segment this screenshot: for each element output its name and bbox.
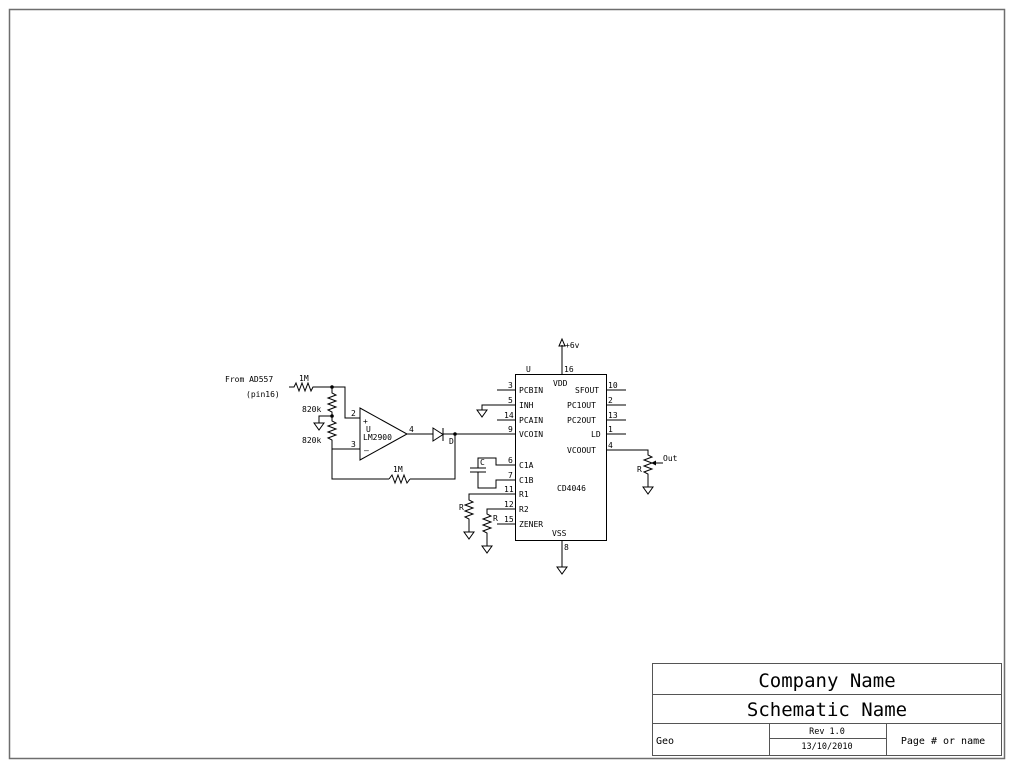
ic-pin-num: 13 — [608, 411, 618, 420]
ic-pin-name: PCAIN — [519, 416, 543, 425]
resistor-divider-top-label: 820k — [302, 405, 321, 414]
junction-dot — [453, 432, 457, 436]
resistor-divider-bottom-label: 820k — [302, 436, 321, 445]
title-block-date: 13/10/2010 — [801, 742, 852, 752]
ic-pin-num: 2 — [608, 396, 613, 405]
ic-pin-num: 14 — [504, 411, 514, 420]
ic-pin-num: 1 — [608, 425, 613, 434]
resistor-divider-top-820k[interactable]: 820k — [302, 387, 338, 416]
diode-label: D — [449, 437, 454, 446]
ic-pin-num: 5 — [508, 396, 513, 405]
ic-vss-label: VSS — [552, 529, 567, 538]
ic-part: CD4046 — [557, 484, 586, 493]
ic-pin-num: 10 — [608, 381, 618, 390]
sheet-border — [8, 8, 1006, 760]
resistor-r2-label: R — [493, 514, 498, 523]
capacitor-c[interactable]: C — [470, 457, 515, 489]
ic-pin-num: 12 — [504, 500, 514, 509]
opamp-part: LM2900 — [363, 433, 392, 442]
opamp-pin-plus: 2 — [351, 409, 356, 418]
power-label: +6v — [565, 341, 580, 350]
ic-vdd-pin: 16 — [564, 365, 574, 374]
resistor-input-1m[interactable]: 1M — [289, 374, 332, 393]
ground-symbol-divider — [313, 415, 332, 431]
output-label: Out — [663, 454, 678, 463]
ic-pin-name: PC1OUT — [567, 401, 596, 410]
title-block-company: Company Name — [758, 670, 895, 692]
input-label: From AD557 (pin16) — [225, 375, 280, 399]
opamp-pin-minus: 3 — [351, 440, 356, 449]
ic-pin-name: INH — [519, 401, 534, 410]
wire-feedback-right — [410, 435, 456, 480]
ic-pin-num: 11 — [504, 485, 514, 494]
ic-pin-num: 6 — [508, 456, 513, 465]
ic-ref: U — [526, 365, 531, 374]
potentiometer-output[interactable]: R Out — [606, 449, 678, 495]
ic-pin-name: C1B — [519, 476, 534, 485]
ic-pin-num: 9 — [508, 425, 513, 434]
resistor-input-label: 1M — [299, 374, 309, 383]
power-6v: +6v 16 — [558, 337, 580, 374]
input-label-line2: (pin16) — [246, 390, 280, 399]
ic-pin-num: 4 — [608, 441, 613, 450]
resistor-divider-bottom-820k[interactable]: 820k — [302, 416, 338, 449]
ic-vdd-label: VDD — [553, 379, 568, 388]
ic-pin-num: 7 — [508, 471, 513, 480]
wire-feedback-left — [331, 449, 389, 480]
resistor-r2[interactable]: R — [481, 508, 515, 554]
opamp-minus-sign: – — [364, 446, 369, 455]
resistor-feedback-label: 1M — [393, 465, 403, 474]
ic-pin-name: LD — [591, 430, 601, 439]
ic-pin-num: 15 — [504, 515, 514, 524]
opamp-ref: U — [366, 425, 371, 434]
resistor-feedback-1m[interactable]: 1M — [388, 465, 411, 485]
title-block-revision: Rev 1.0 — [809, 727, 845, 737]
opamp-lm2900[interactable]: 2 3 + U LM2900 – 4 — [351, 407, 414, 461]
ic-pin-name: ZENER — [519, 520, 543, 529]
title-block-schematic-name: Schematic Name — [747, 699, 907, 721]
diode[interactable]: D — [432, 427, 454, 446]
ic-right-pins: 10 SFOUT 2 PC1OUT 13 PC2OUT 1 LD 4 VCOOU… — [567, 381, 626, 455]
ic-pin-num: 3 — [508, 381, 513, 390]
ic-left-pins: 3 PCBIN 5 INH 14 PCAIN 9 VCOIN 6 C1A 7 C… — [476, 381, 543, 529]
title-block: Company Name Schematic Name Geo Rev 1.0 … — [652, 663, 1002, 756]
resistor-r1-label: R — [459, 503, 464, 512]
wire-to-plus-input — [332, 386, 360, 419]
ic-pin-name: PC2OUT — [567, 416, 596, 425]
ic-pin-name: PCBIN — [519, 386, 543, 395]
ic-pin-name: R1 — [519, 490, 529, 499]
ic-pin-name: C1A — [519, 461, 534, 470]
ic-pin-name: SFOUT — [575, 386, 599, 395]
opamp-plus-sign: + — [363, 417, 368, 426]
ic-pin-name: VCOIN — [519, 430, 543, 439]
ic-vss-pin: 8 — [564, 543, 569, 552]
potentiometer-label: R — [637, 465, 642, 474]
ground-symbol-vss: 8 — [556, 541, 569, 575]
title-block-page: Page # or name — [901, 736, 985, 747]
ic-pin-name: VCOOUT — [567, 446, 596, 455]
resistor-r1[interactable]: R — [459, 493, 515, 540]
input-label-line1: From AD557 — [225, 375, 273, 384]
title-block-author: Geo — [656, 736, 674, 747]
capacitor-label: C — [480, 458, 485, 467]
opamp-pin-out: 4 — [409, 425, 414, 434]
ic-cd4046[interactable]: U CD4046 VDD VSS — [515, 365, 607, 541]
ic-pin-name: R2 — [519, 505, 529, 514]
